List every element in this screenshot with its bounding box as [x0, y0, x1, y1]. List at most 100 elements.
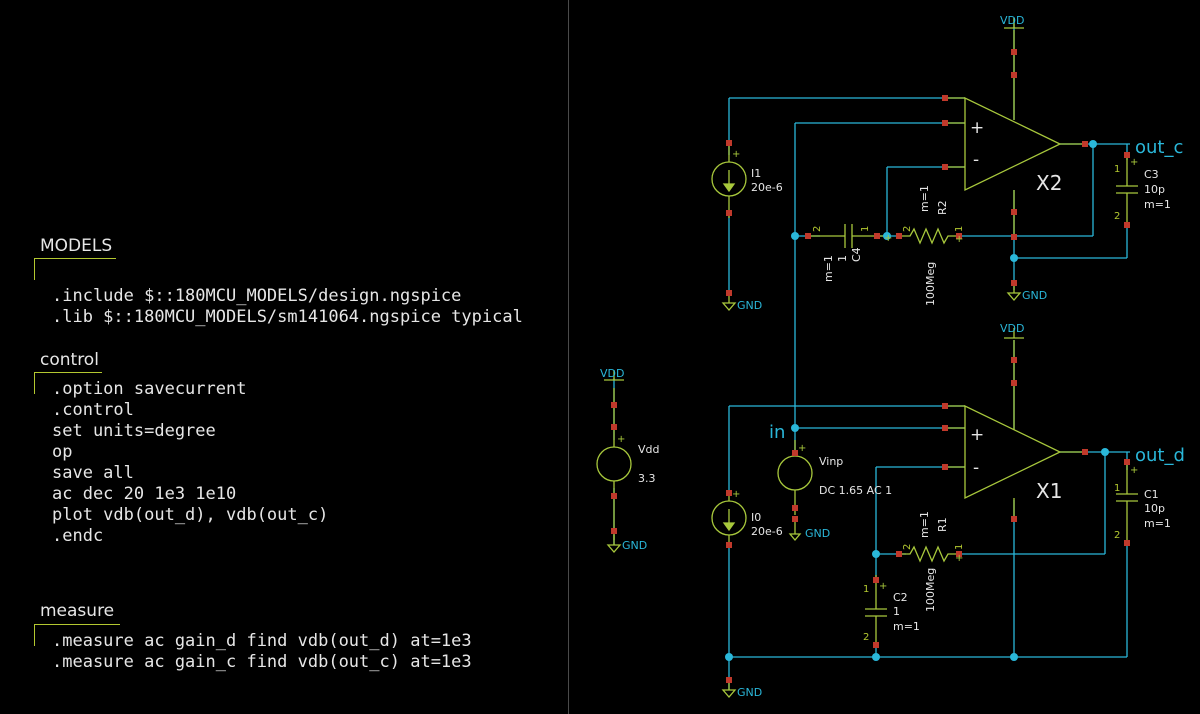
junction-dot	[1010, 254, 1018, 262]
c3-plates[interactable]	[1116, 185, 1138, 194]
i0-circle[interactable]	[711, 500, 747, 536]
junction-dot	[883, 232, 891, 240]
gnd-label: GND	[805, 527, 830, 540]
vdd-source-circle[interactable]	[596, 446, 632, 482]
vinp-plus: +	[798, 443, 806, 454]
c1-name: C1	[1144, 488, 1159, 501]
c2-pin2: 2	[863, 632, 869, 643]
c4-plates[interactable]	[844, 224, 853, 248]
net-label-out-d[interactable]: out_d	[1135, 445, 1185, 466]
pin-marker	[792, 516, 798, 522]
panel-divider	[568, 0, 569, 714]
pin-marker	[726, 490, 732, 496]
code-block-title-control[interactable]: control	[40, 350, 99, 370]
pin-marker	[1011, 380, 1017, 386]
spice-code-panel: MODELS .include $::180MCU_MODELS/design.…	[0, 0, 568, 714]
pin-marker	[1082, 449, 1088, 455]
code-block-title-models[interactable]: MODELS	[40, 236, 113, 256]
c1-plates[interactable]	[1116, 493, 1138, 502]
code-line: .endc	[52, 526, 104, 546]
gnd-label: GND	[737, 686, 762, 699]
code-block-tick	[34, 624, 35, 646]
pin-marker	[896, 551, 902, 557]
pin-marker	[805, 233, 811, 239]
pin-marker	[942, 403, 948, 409]
pin-marker	[792, 505, 798, 511]
r1-name: R1	[936, 517, 949, 532]
c4-plus: +	[884, 233, 892, 244]
vinp-circle[interactable]	[777, 455, 813, 491]
pin-marker	[726, 290, 732, 296]
net-labels: out_c out_d in	[769, 137, 1185, 466]
r2-value: 100Meg	[924, 262, 937, 306]
c4-m: m=1	[822, 255, 835, 282]
net-label-out-c[interactable]: out_c	[1135, 137, 1183, 158]
c2-name: C2	[893, 591, 908, 604]
i1-name: I1	[751, 167, 761, 180]
junction-dot	[872, 653, 880, 661]
vdd-label: VDD	[600, 367, 624, 380]
gnd-symbol	[1006, 292, 1022, 301]
code-block-underline	[34, 372, 102, 373]
c1-pin2: 2	[1114, 530, 1120, 541]
i0-plus: +	[732, 489, 740, 500]
r1-symbol[interactable]	[896, 545, 962, 563]
r2-symbol[interactable]	[898, 227, 960, 245]
r2-name: R2	[936, 200, 949, 215]
code-block-tick	[34, 372, 35, 394]
r1-plus: +	[955, 553, 963, 564]
junction-dot	[1101, 448, 1109, 456]
polarity-marks: + + + + + + + + + +	[617, 149, 1138, 592]
r1-pin2: 2	[902, 544, 913, 550]
opamp-x2-pins	[945, 97, 965, 168]
pin-marker	[611, 402, 617, 408]
c2-plates[interactable]	[865, 608, 887, 617]
opamp-x2-symbol[interactable]	[964, 96, 1062, 192]
c1-m: m=1	[1144, 517, 1171, 530]
c4-name: C4	[850, 247, 863, 262]
pin-markers	[611, 49, 1130, 683]
vdd-label: VDD	[1000, 14, 1024, 27]
opamp-x1-pins	[945, 405, 965, 468]
c3-m: m=1	[1144, 198, 1171, 211]
r1-m: m=1	[918, 511, 931, 538]
pin-marker	[942, 120, 948, 126]
opamp-x2-minus: -	[973, 150, 979, 170]
pin-marker	[942, 95, 948, 101]
pin-numbers: 1 2 1 2 1 2 2 1 2 1 2 1	[812, 164, 1120, 643]
r2-m: m=1	[918, 185, 931, 212]
code-line: plot vdb(out_d), vdb(out_c)	[52, 505, 329, 525]
pin-marker	[942, 164, 948, 170]
pin-marker	[1011, 72, 1017, 78]
gnd-label: GND	[622, 539, 647, 552]
opamp-x2-label: X2	[1036, 171, 1062, 195]
net-label-in[interactable]: in	[769, 422, 785, 443]
code-block-title-measure[interactable]: measure	[40, 601, 115, 621]
pin-marker	[874, 233, 880, 239]
code-line: .option savecurrent	[52, 379, 247, 399]
pin-marker	[1124, 540, 1130, 546]
c2-value: 1	[893, 605, 900, 618]
pin-marker	[896, 233, 902, 239]
code-line: .include $::180MCU_MODELS/design.ngspice	[52, 286, 462, 306]
junction-dot	[791, 424, 799, 432]
component-strokes	[596, 18, 1138, 698]
i0-name: I0	[751, 511, 761, 524]
pin-marker	[726, 542, 732, 548]
pin-marker	[1011, 516, 1017, 522]
gnd-label: GND	[737, 299, 762, 312]
gnd-symbol	[721, 689, 737, 698]
code-line: .measure ac gain_d find vdb(out_d) at=1e…	[52, 631, 472, 651]
pin-marker	[611, 493, 617, 499]
pin-marker	[611, 528, 617, 534]
i1-circle[interactable]	[711, 161, 747, 197]
code-line: op	[52, 442, 73, 462]
c1-plus: +	[1130, 465, 1138, 476]
c4-pin1: 1	[860, 226, 871, 232]
gnd-label: GND	[1022, 289, 1047, 302]
pin-marker	[726, 140, 732, 146]
opamp-x1-plus: +	[970, 425, 984, 445]
opamp-x1-symbol[interactable]	[964, 404, 1062, 500]
pin-marker	[1082, 141, 1088, 147]
